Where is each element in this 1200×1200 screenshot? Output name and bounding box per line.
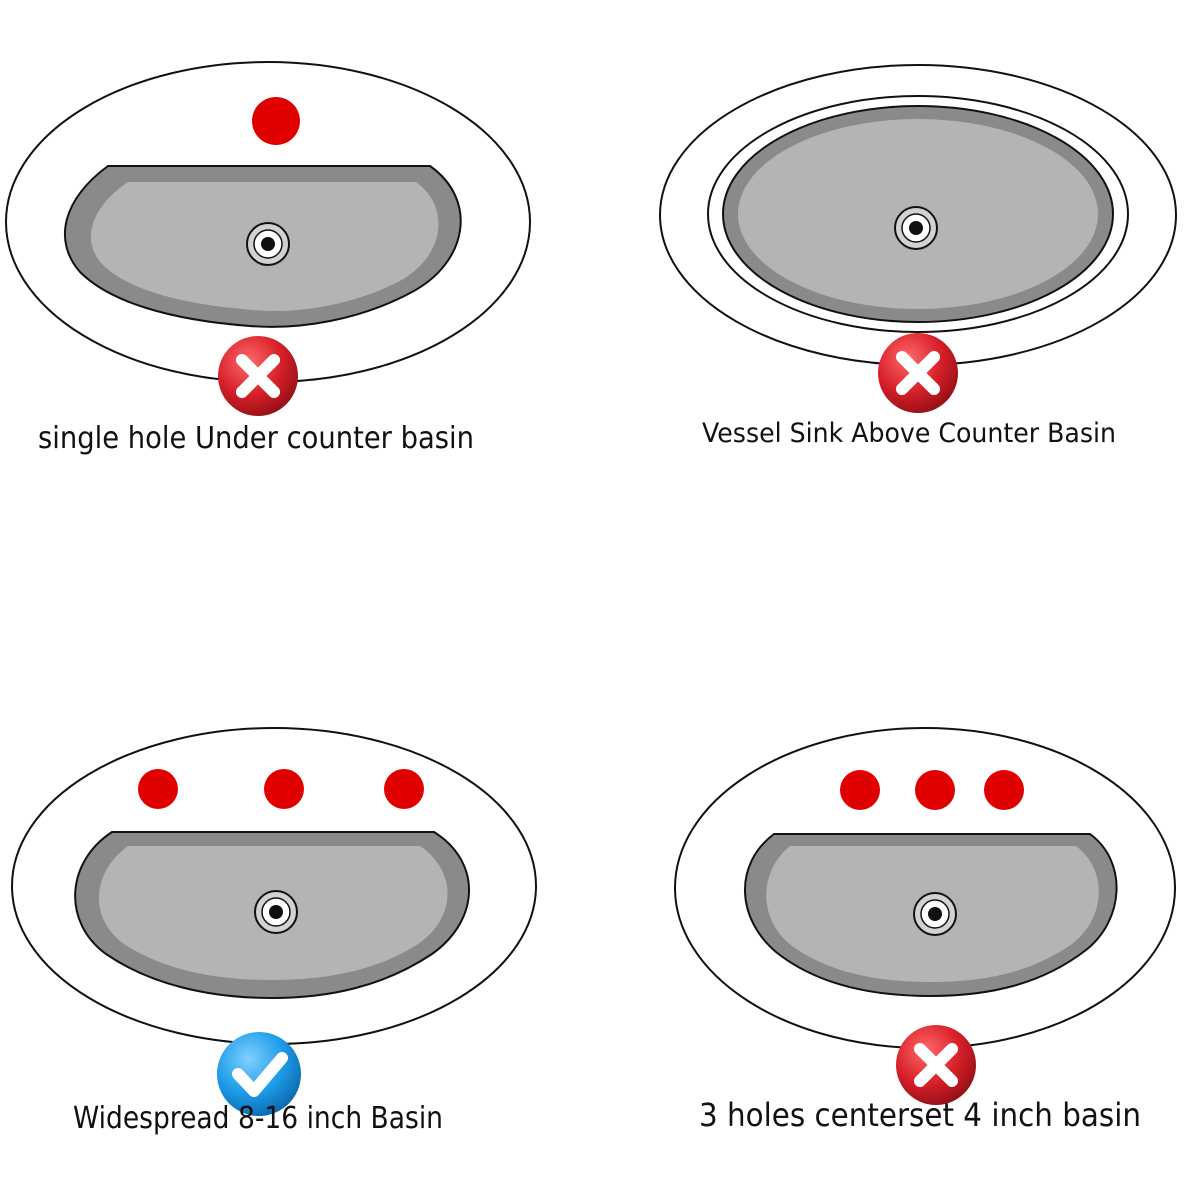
faucet-hole — [384, 769, 424, 809]
faucet-hole — [984, 770, 1024, 810]
panel-label: 3 holes centerset 4 inch basin — [699, 1096, 1141, 1134]
drain-icon — [254, 890, 298, 934]
drain-icon — [246, 222, 290, 266]
x-mark-icon — [218, 336, 298, 416]
panel-label: single hole Under counter basin — [38, 421, 474, 456]
faucet-hole — [264, 769, 304, 809]
panel-label: Widespread 8-16 inch Basin — [73, 1101, 443, 1136]
x-mark-icon — [878, 333, 958, 413]
panel-undermount-basin: single hole Under counter basin — [5, 61, 531, 456]
faucet-hole — [252, 97, 300, 145]
panel-vessel-sink: Vessel Sink Above Counter Basin — [659, 64, 1177, 449]
faucet-hole — [915, 770, 955, 810]
panel-label: Vessel Sink Above Counter Basin — [702, 418, 1116, 449]
check-mark-icon — [217, 1032, 301, 1116]
panel-widespread-basin: Widespread 8-16 inch Basin — [11, 727, 537, 1136]
x-mark-icon — [896, 1025, 976, 1105]
panel-centerset-basin: 3 holes centerset 4 inch basin — [674, 727, 1176, 1134]
faucet-hole — [840, 770, 880, 810]
faucet-hole — [138, 769, 178, 809]
drain-icon — [913, 892, 957, 936]
drain-icon — [894, 206, 938, 250]
